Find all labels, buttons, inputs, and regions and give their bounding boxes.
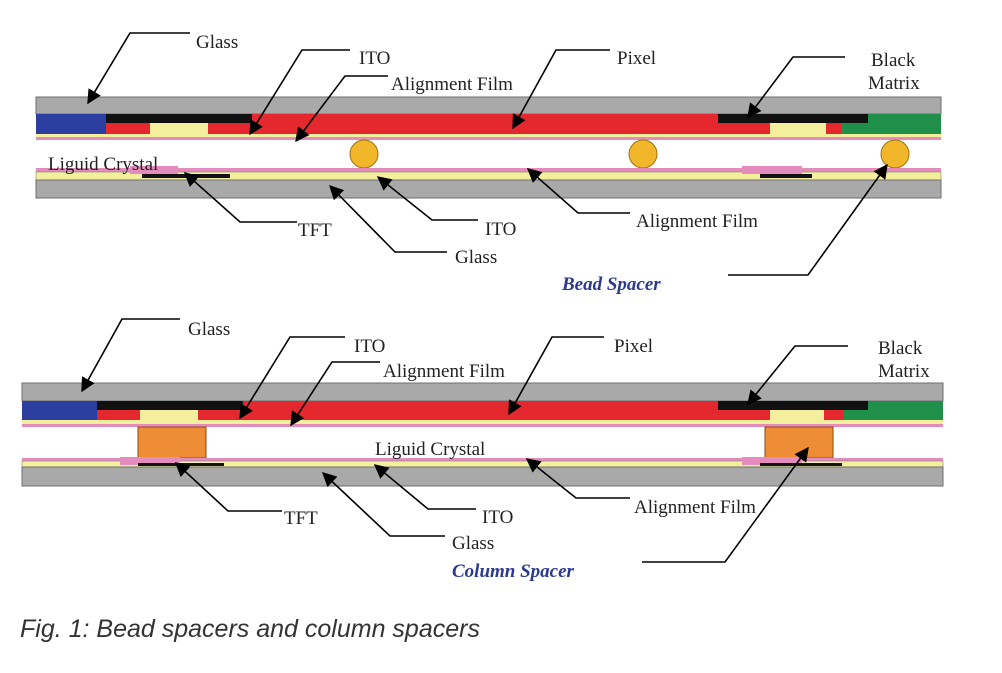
leader-bead-spacer	[728, 163, 888, 276]
label-ito-bottom: ITO	[485, 219, 516, 240]
column-spacer-left	[137, 426, 207, 459]
top-alignment-film	[22, 424, 943, 427]
label-glass-top: Glass	[188, 319, 230, 340]
bead-spacer-diagram: Glass ITO Alignment Film Pixel Black Mat…	[35, 32, 942, 295]
label-ito-bottom: ITO	[482, 507, 513, 528]
leader-alignment-bottom	[526, 168, 630, 214]
bead-spacer-1	[349, 139, 379, 169]
ito-segment-left	[150, 123, 208, 134]
leader-pixel	[508, 336, 604, 416]
label-glass-bottom: Glass	[452, 533, 494, 554]
color-filter-blue	[36, 114, 106, 134]
leader-alignment-top	[295, 75, 388, 143]
label-matrix: Matrix	[878, 361, 930, 382]
label-alignment-top: Alignment Film	[391, 74, 513, 95]
tft-left	[130, 166, 178, 174]
bottom-alignment-film	[22, 458, 943, 461]
tft-right	[742, 166, 802, 174]
label-pixel: Pixel	[614, 336, 653, 357]
leader-glass-top	[81, 318, 180, 393]
ito-segment-right	[770, 123, 826, 134]
top-ito-layer	[36, 134, 941, 137]
ito-segment-left	[140, 410, 198, 420]
label-tft: TFT	[298, 220, 332, 241]
label-bead-spacer: Bead Spacer	[561, 274, 661, 295]
leader-pixel	[512, 49, 610, 130]
label-black: Black	[871, 50, 916, 71]
leader-black-matrix	[747, 56, 845, 119]
leader-ito-top	[239, 336, 345, 420]
black-matrix-left	[97, 401, 243, 410]
leader-black-matrix	[747, 345, 848, 406]
label-liquid-crystal: Liguid Crystal	[375, 439, 485, 460]
ito-segment-right	[770, 410, 824, 420]
label-alignment-top: Alignment Film	[383, 361, 505, 382]
figure-caption: Fig. 1: Bead spacers and column spacers	[20, 615, 480, 643]
top-glass-substrate	[35, 96, 942, 115]
black-matrix-right	[718, 114, 868, 123]
leader-ito-bottom	[376, 176, 478, 221]
tft-right	[742, 457, 802, 465]
bead-spacer-3	[880, 139, 910, 169]
pixel-red	[106, 114, 841, 134]
leader-ito-top	[249, 49, 350, 136]
tft-gate-right	[760, 174, 812, 178]
top-alignment-film	[36, 137, 941, 140]
pixel-red	[97, 401, 843, 420]
leader-alignment-top	[290, 361, 380, 427]
bottom-alignment-film	[36, 168, 941, 172]
tft-gate-left	[138, 463, 224, 466]
tft-left	[120, 457, 180, 465]
label-pixel: Pixel	[617, 48, 656, 69]
label-column-spacer: Column Spacer	[452, 561, 575, 582]
top-ito-layer	[22, 420, 943, 424]
black-matrix-left	[106, 114, 252, 123]
label-glass-bottom: Glass	[455, 247, 497, 268]
label-matrix: Matrix	[868, 73, 920, 94]
column-spacer-right	[764, 426, 834, 459]
label-alignment-bottom: Alignment Film	[636, 211, 758, 232]
top-glass-substrate	[21, 382, 944, 402]
bead-spacer-2	[628, 139, 658, 169]
label-black: Black	[878, 338, 923, 359]
leader-tft	[183, 172, 297, 223]
black-matrix-right	[718, 401, 868, 410]
leader-column-spacer	[642, 446, 809, 563]
label-ito-top: ITO	[354, 336, 385, 357]
label-glass-top: Glass	[196, 32, 238, 53]
label-tft: TFT	[284, 508, 318, 529]
label-ito-top: ITO	[359, 48, 390, 69]
leader-alignment-bottom	[525, 458, 630, 499]
bottom-glass-substrate	[21, 466, 944, 487]
label-liquid-crystal: Liguid Crystal	[48, 154, 158, 175]
leader-ito-bottom	[373, 464, 476, 510]
tft-gate-right	[760, 463, 842, 466]
label-alignment-bottom: Alignment Film	[634, 497, 756, 518]
leader-glass-bottom	[328, 184, 447, 253]
leader-tft	[174, 462, 282, 512]
leader-glass-bottom	[321, 472, 445, 537]
column-spacer-diagram: Glass ITO Alignment Film Pixel Black Mat…	[21, 318, 944, 582]
bottom-glass-substrate	[35, 179, 942, 199]
color-filter-blue	[22, 401, 97, 420]
leader-glass-top	[87, 32, 190, 105]
